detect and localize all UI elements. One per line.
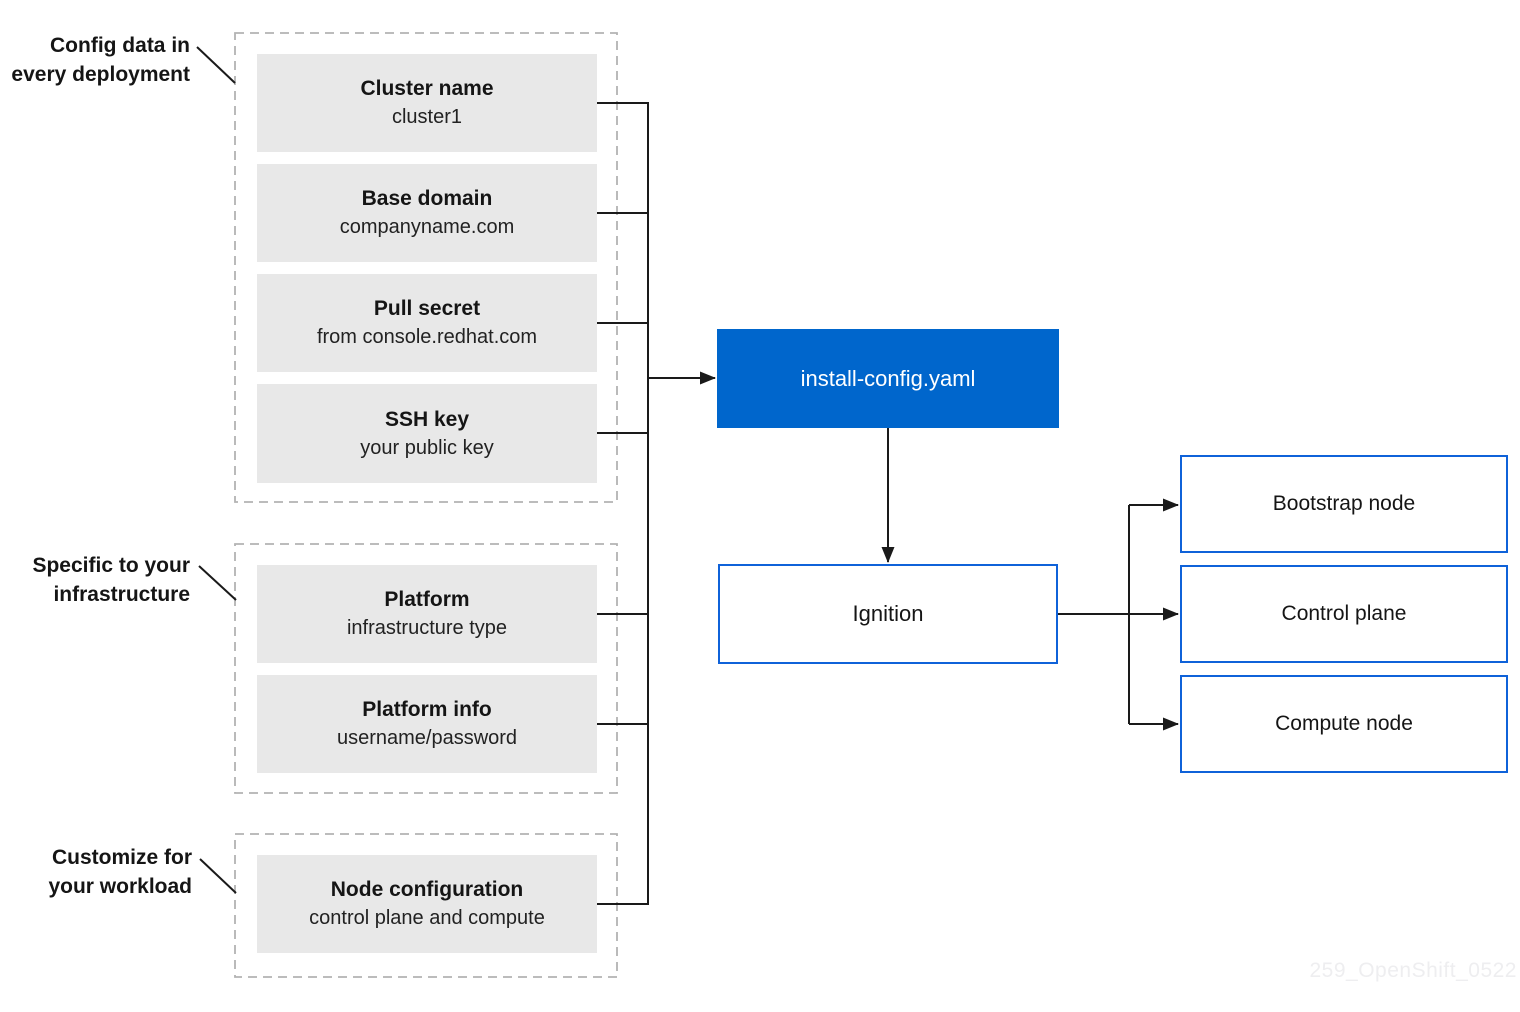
box-subtitle: companyname.com — [339, 216, 515, 238]
box-title: Node configuration — [330, 878, 524, 901]
leader-line-infrastructure — [198, 565, 237, 601]
node-control-plane: Control plane — [1180, 565, 1508, 663]
box-subtitle: cluster1 — [391, 106, 463, 128]
watermark-label: 259_OpenShift_0522 — [1309, 959, 1517, 982]
leader-line-config-data — [196, 46, 236, 84]
box-ssh-key: SSH key your public key — [257, 384, 597, 483]
annotation-line: Specific to your — [32, 554, 190, 577]
node-ignition: Ignition — [718, 564, 1058, 664]
box-title: Platform info — [362, 698, 492, 721]
annotation-infrastructure: Specific to your infrastructure — [0, 551, 190, 609]
box-platform-info: Platform info username/password — [257, 675, 597, 773]
node-bootstrap: Bootstrap node — [1180, 455, 1508, 553]
box-cluster-name: Cluster name cluster1 — [257, 54, 597, 152]
box-title: Cluster name — [360, 77, 494, 100]
node-compute: Compute node — [1180, 675, 1508, 773]
box-subtitle: username/password — [336, 727, 518, 749]
group-workload-frame — [234, 833, 618, 978]
annotation-line: Config data in — [50, 34, 190, 57]
box-platform: Platform infrastructure type — [257, 565, 597, 663]
box-subtitle: infrastructure type — [346, 617, 508, 639]
box-base-domain: Base domain companyname.com — [257, 164, 597, 262]
annotation-line: your workload — [48, 875, 192, 898]
annotation-workload: Customize for your workload — [0, 843, 192, 901]
group-config-data-frame — [234, 32, 618, 503]
box-subtitle: control plane and compute — [309, 907, 545, 929]
box-node-configuration: Node configuration control plane and com… — [257, 855, 597, 953]
annotation-config-data: Config data in every deployment — [0, 31, 190, 89]
annotation-line: infrastructure — [53, 583, 190, 606]
annotation-line: Customize for — [51, 846, 192, 869]
node-install-config: install-config.yaml — [717, 329, 1059, 428]
box-subtitle: from console.redhat.com — [316, 326, 538, 348]
box-title: SSH key — [384, 407, 470, 431]
leader-line-workload — [199, 858, 237, 894]
box-subtitle: your public key — [360, 436, 494, 459]
box-title: Pull secret — [373, 297, 481, 320]
box-title: Platform — [384, 588, 470, 611]
annotation-line: every deployment — [11, 63, 190, 86]
box-title: Base domain — [361, 187, 493, 210]
box-pull-secret: Pull secret from console.redhat.com — [257, 274, 597, 372]
